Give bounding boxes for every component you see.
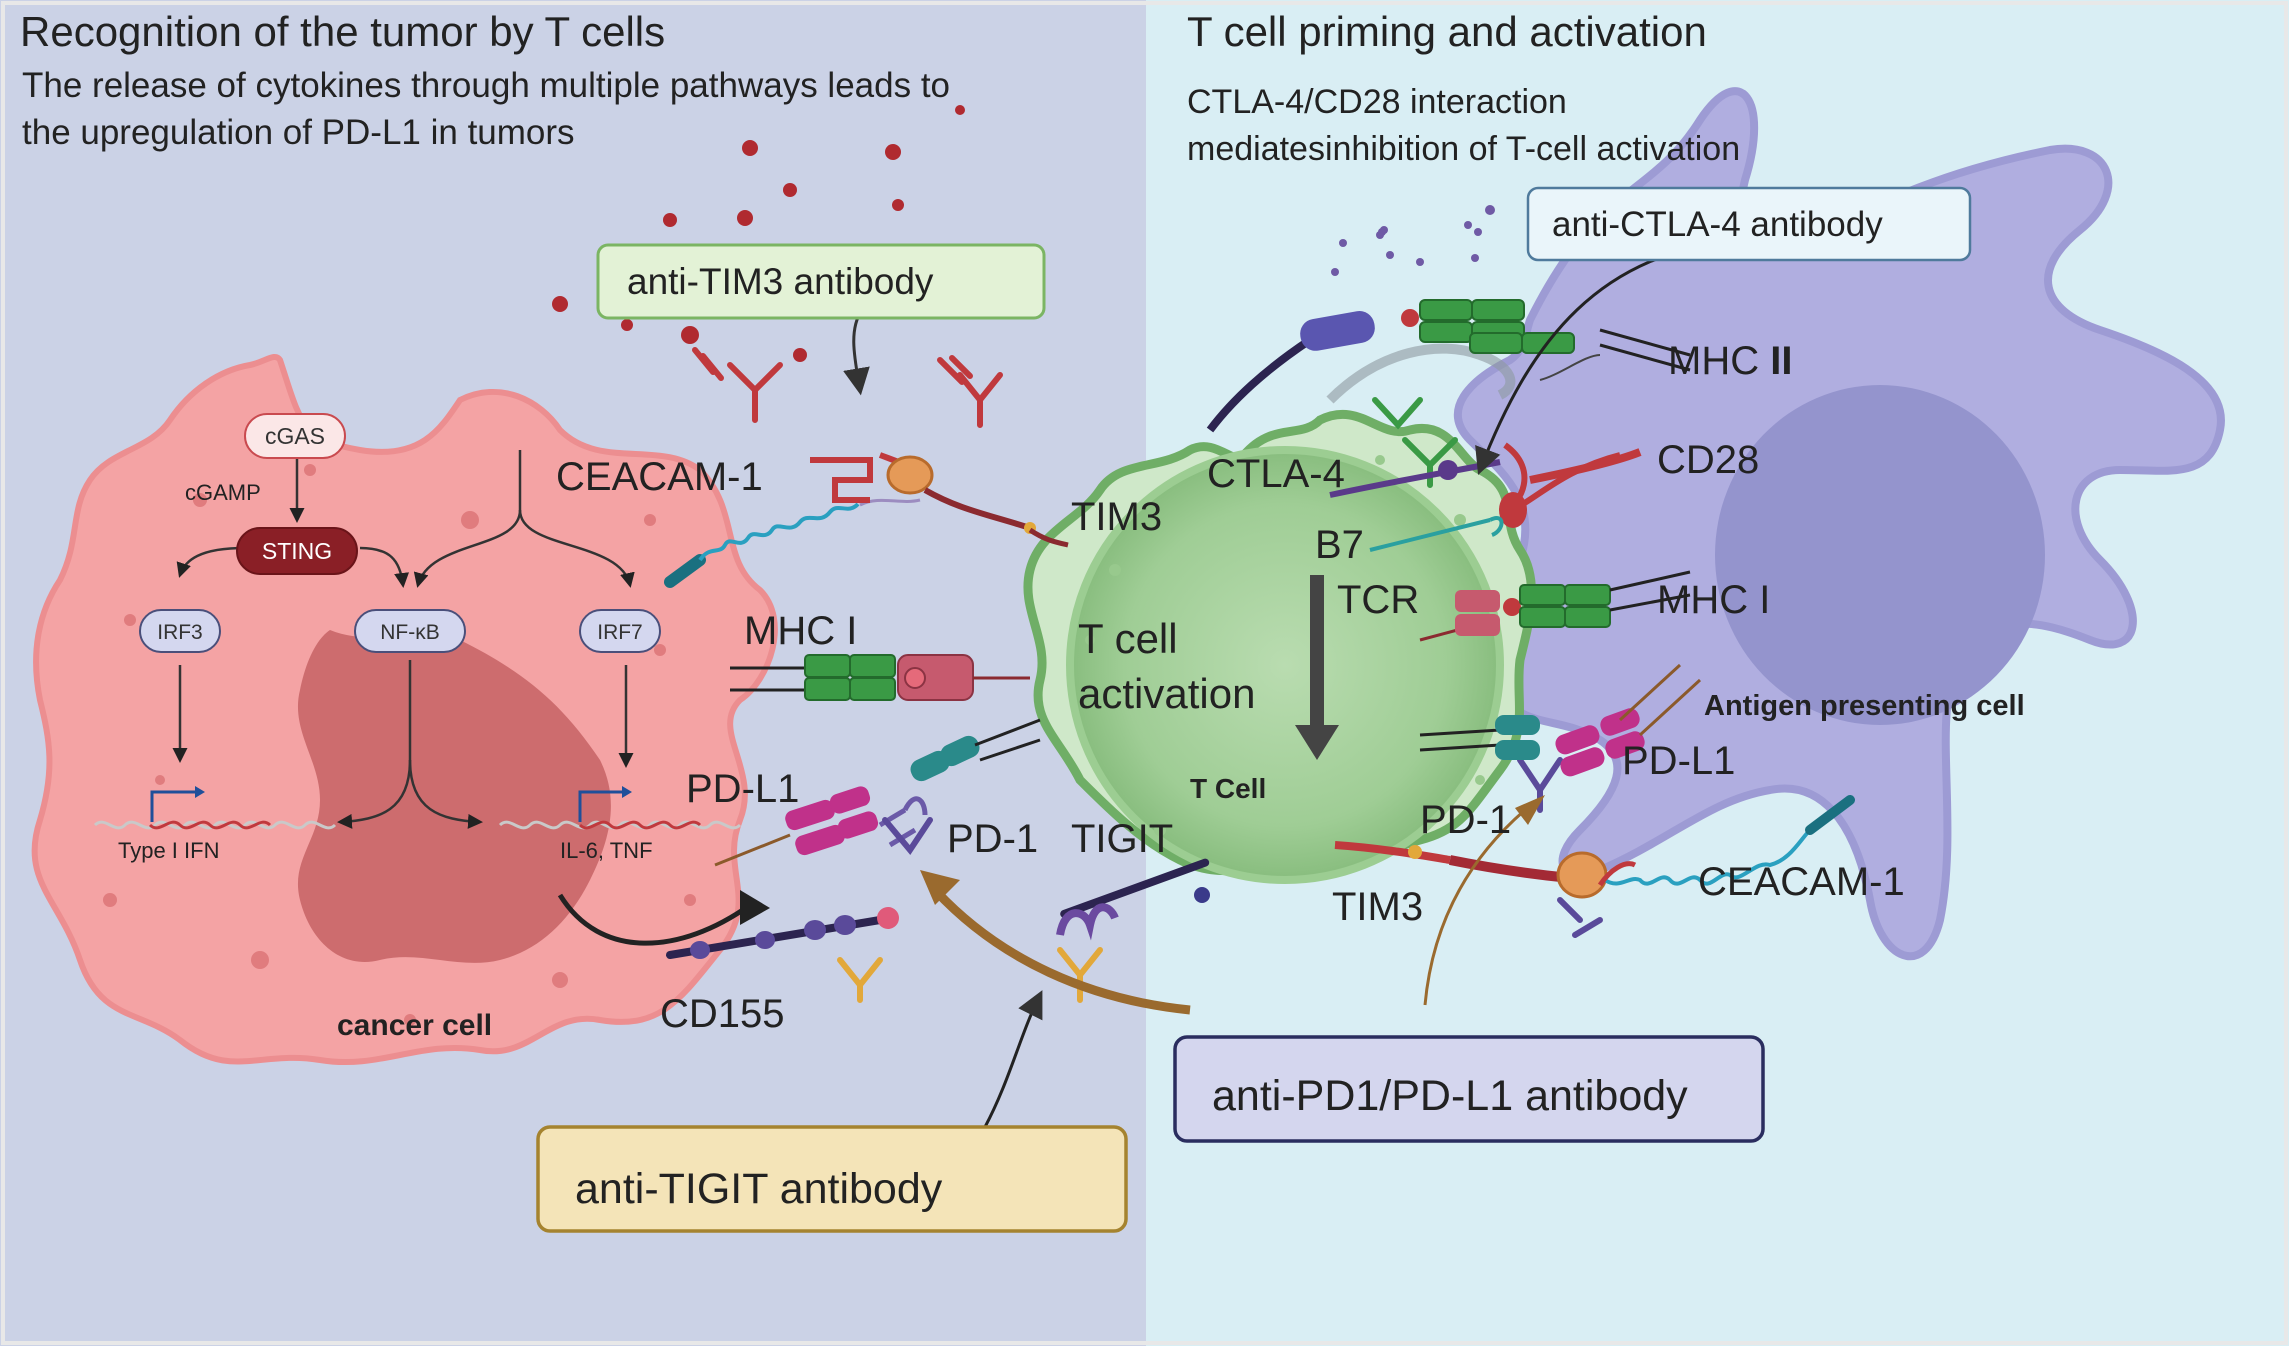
cancer-nucleus <box>297 630 611 963</box>
nfkb-label: NF-κB <box>380 621 440 644</box>
anti-tigit-arrow <box>983 990 1043 1128</box>
cgas-node <box>244 413 346 459</box>
sting-node <box>236 527 358 575</box>
tim3-left-domain <box>886 455 934 495</box>
anti-ctla4-label: anti-CTLA-4 antibody <box>1552 205 1883 244</box>
t-cell-activation-label-2: activation <box>1078 670 1255 717</box>
left-panel-title: Recognition of the tumor by T cells <box>20 8 665 55</box>
anti-pd1-arrow-left <box>931 886 1191 1015</box>
antigen-presenting-cell <box>1453 87 2225 961</box>
cell-labels: cancer cell T Cell T cell activation Ant… <box>337 615 2025 1042</box>
dna-strand-left <box>93 786 337 830</box>
cgas-label: cGAS <box>265 423 325 449</box>
t-cell <box>1023 409 1536 884</box>
titles: Recognition of the tumor by T cells The … <box>20 8 1740 168</box>
cancer-cell-label: cancer cell <box>337 1009 492 1042</box>
mhc2-label-text: MHC <box>1668 339 1770 383</box>
right-panel-subtitle-line1: CTLA-4/CD28 interaction <box>1187 83 1567 121</box>
upregulation-arrow <box>557 893 752 946</box>
pathway: cGAS cGAMP STING IRF3 NF-κB IRF7 Type I … <box>93 413 742 863</box>
ctla4-inhibition-arrow <box>1539 354 1601 381</box>
b7-label: B7 <box>1315 523 1364 567</box>
apc-label: Antigen presenting cell <box>1704 690 2025 722</box>
antibody-boxes <box>536 186 1972 1233</box>
right-panel-title: T cell priming and activation <box>1187 8 1707 55</box>
anti-pd1-pdl1-label: anti-PD1/PD-L1 antibody <box>1212 1072 1688 1120</box>
antibody-labels: anti-TIM3 antibody anti-CTLA-4 antibody … <box>575 205 1883 1213</box>
cd28-label: CD28 <box>1657 438 1759 482</box>
pd1-left-label: PD-1 <box>947 817 1038 861</box>
mhc2-label: MHC II <box>1668 339 1792 383</box>
il6-tnf-label: IL-6, TNF <box>560 838 653 863</box>
left-panel-subtitle-line1: The release of cytokines through multipl… <box>22 66 950 105</box>
anti-tigit-box <box>536 1125 1128 1233</box>
irf7-node <box>579 609 661 653</box>
apc-nucleus <box>1715 385 2045 725</box>
anti-tim3-box <box>596 243 1046 320</box>
tcr-label: TCR <box>1337 578 1419 622</box>
anti-ctla4-box <box>1526 186 1972 262</box>
mhc1-left-label: MHC I <box>744 609 857 653</box>
pdl1-right-label: PD-L1 <box>1622 739 1735 783</box>
receptor-labels: CEACAM-1 TIM3 MHC I PD-L1 PD-1 TIGIT CD1… <box>556 339 1905 1036</box>
t-cell-label: T Cell <box>1190 773 1266 804</box>
tigit-label: TIGIT <box>1071 817 1173 861</box>
irf3-label: IRF3 <box>157 621 203 644</box>
cd155-label: CD155 <box>660 992 785 1036</box>
pd1-right-label: PD-1 <box>1420 798 1511 842</box>
right-cytokine-particles <box>1331 205 1495 276</box>
sting-label: STING <box>262 538 332 564</box>
nfkb-node <box>354 609 466 653</box>
ceacam1-left-label: CEACAM-1 <box>556 455 763 499</box>
cgamp-label: cGAMP <box>185 480 261 505</box>
dna-strand-right <box>498 786 742 830</box>
cancer-cell <box>31 353 778 1066</box>
anti-pd1-pdl1-box <box>1173 1035 1765 1143</box>
t-cell-activation-label-1: T cell <box>1078 615 1178 662</box>
mhc1-right-label: MHC I <box>1657 578 1770 622</box>
left-panel-subtitle-line2: the upregulation of PD-L1 in tumors <box>22 113 575 152</box>
irf7-label: IRF7 <box>597 621 643 644</box>
ctla4-label: CTLA-4 <box>1207 452 1345 496</box>
tim3-right-label: TIM3 <box>1332 885 1423 929</box>
receptors-right <box>1206 299 1855 899</box>
anti-tim3-label: anti-TIM3 antibody <box>627 261 934 302</box>
antibodies <box>692 347 1603 1003</box>
mhc2-label-bold: II <box>1770 339 1792 383</box>
irf3-node <box>139 609 221 653</box>
type1-ifn-label: Type I IFN <box>118 838 219 863</box>
pdl1-left-label: PD-L1 <box>686 767 799 811</box>
ceacam1-right-label: CEACAM-1 <box>1698 860 1905 904</box>
right-panel-subtitle-line2: mediatesinhibition of T-cell activation <box>1187 130 1740 168</box>
anti-pd1-arrow-right <box>1423 808 1526 1006</box>
receptors-left <box>664 452 1210 959</box>
anti-tigit-label: anti-TIGIT antibody <box>575 1165 943 1213</box>
arrows <box>557 238 1746 1128</box>
tim3-left-label: TIM3 <box>1071 495 1162 539</box>
